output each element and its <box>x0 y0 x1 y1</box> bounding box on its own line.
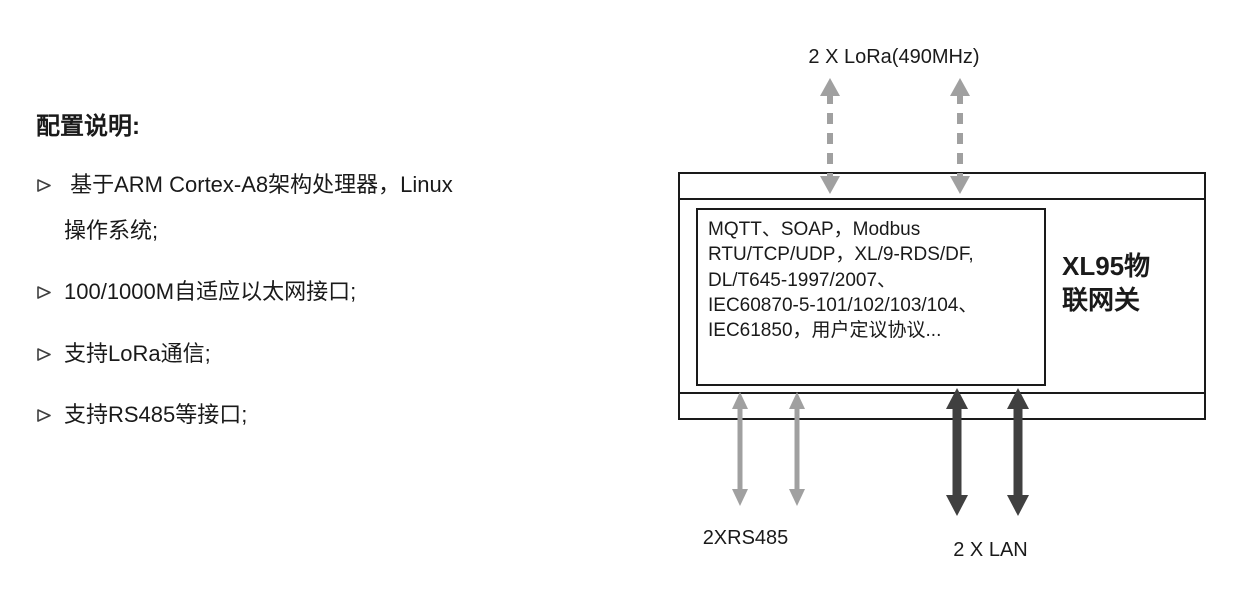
bullet-arrow-icon <box>36 178 52 193</box>
bullet-arrow-icon <box>36 285 52 300</box>
config-item-ethernet: 100/1000M自适应以太网接口; <box>36 269 656 315</box>
lan-arrow-left-icon <box>946 388 968 516</box>
lora-label: 2 X LoRa(490MHz) <box>808 46 980 68</box>
bottom-band-divider <box>680 392 1204 394</box>
gateway-box: MQTT、SOAP，Modbus RTU/TCP/UDP，XL/9-RDS/DF… <box>678 172 1206 420</box>
lora-arrow-right-icon <box>950 78 970 194</box>
config-item-text: 100/1000M自适应以太网接口; <box>64 279 357 305</box>
rs485-arrow-left-icon <box>732 392 748 506</box>
bullet-arrow-icon <box>36 408 52 423</box>
bullet-arrow-icon <box>36 347 52 362</box>
config-item-text: 支持RS485等接口; <box>64 401 248 427</box>
lan-arrow-right-icon <box>1007 388 1029 516</box>
config-item-rs485: 支持RS485等接口; <box>36 392 656 438</box>
protocol-list: MQTT、SOAP，Modbus RTU/TCP/UDP，XL/9-RDS/DF… <box>708 219 978 342</box>
device-name: XL95物 联网关 <box>1062 251 1151 315</box>
config-item-processor: 基于ARM Cortex-A8架构处理器，Linux 操作系统; <box>36 162 656 254</box>
config-item-text: 支持LoRa通信; <box>64 340 211 366</box>
config-title: 配置说明: <box>36 113 140 140</box>
protocol-box: MQTT、SOAP，Modbus RTU/TCP/UDP，XL/9-RDS/DF… <box>696 208 1046 386</box>
config-item-lora: 支持LoRa通信; <box>36 331 656 377</box>
rs485-arrow-right-icon <box>789 392 805 506</box>
config-list: 基于ARM Cortex-A8架构处理器，Linux 操作系统; 100/100… <box>36 162 656 438</box>
lora-arrow-left-icon <box>820 78 840 194</box>
config-item-text: 基于ARM Cortex-A8架构处理器，Linux 操作系统; <box>64 172 453 244</box>
rs485-label: 2XRS485 <box>702 527 789 549</box>
config-section: 配置说明: 基于ARM Cortex-A8架构处理器，Linux 操作系统; 1… <box>36 112 656 453</box>
lan-label: 2 X LAN <box>953 539 1028 561</box>
top-band-divider <box>680 198 1204 200</box>
